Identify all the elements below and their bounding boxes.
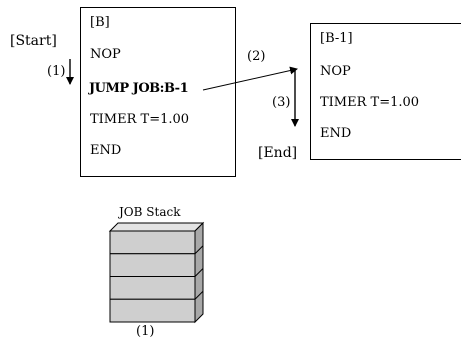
step-2-label: (2) xyxy=(247,49,266,64)
end-label: [End] xyxy=(258,145,298,161)
job-b-title: [B] xyxy=(90,15,110,30)
stack-level-seam xyxy=(194,245,204,255)
stack-level-seam xyxy=(194,268,204,277)
job-b-box xyxy=(80,7,236,177)
stack-top-face xyxy=(108,222,205,232)
stack-level xyxy=(109,253,196,277)
stack-level xyxy=(109,230,196,255)
job-b-line-end: END xyxy=(90,143,122,158)
job-b1-box xyxy=(310,23,461,160)
job-stack-bottom-label: (1) xyxy=(136,324,155,339)
stack-side-face xyxy=(194,221,204,324)
job-b-line-nop: NOP xyxy=(90,47,121,62)
start-label: [Start] xyxy=(10,33,57,49)
stack-level-seam xyxy=(194,290,204,300)
job-stack-title: JOB Stack xyxy=(119,205,181,219)
job-b1-line-timer: TIMER T=1.00 xyxy=(320,95,420,110)
job-b1-line-nop: NOP xyxy=(320,64,351,79)
job-b1-line-end: END xyxy=(320,126,352,141)
job-b1-title: [B-1] xyxy=(320,31,353,46)
stack-level xyxy=(109,276,196,300)
job-b-line-jump: JUMP JOB:B-1 xyxy=(89,81,189,96)
stack-level xyxy=(109,298,196,323)
job-b-line-timer: TIMER T=1.00 xyxy=(90,112,190,127)
step-3-label: (3) xyxy=(272,95,291,110)
step-1-label: (1) xyxy=(47,64,66,79)
